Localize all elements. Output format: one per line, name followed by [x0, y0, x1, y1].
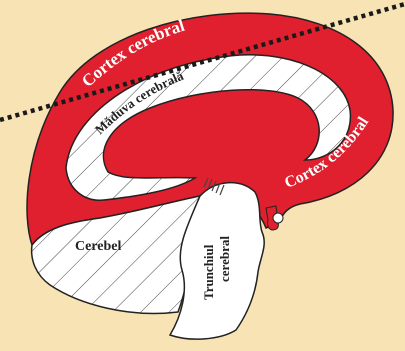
stem-knob	[273, 213, 283, 223]
label-cerebel: Cerebel	[75, 239, 121, 254]
label-trunchiul-2: cerebral	[217, 236, 232, 282]
label-trunchiul-1: Trunchiul	[201, 244, 216, 300]
